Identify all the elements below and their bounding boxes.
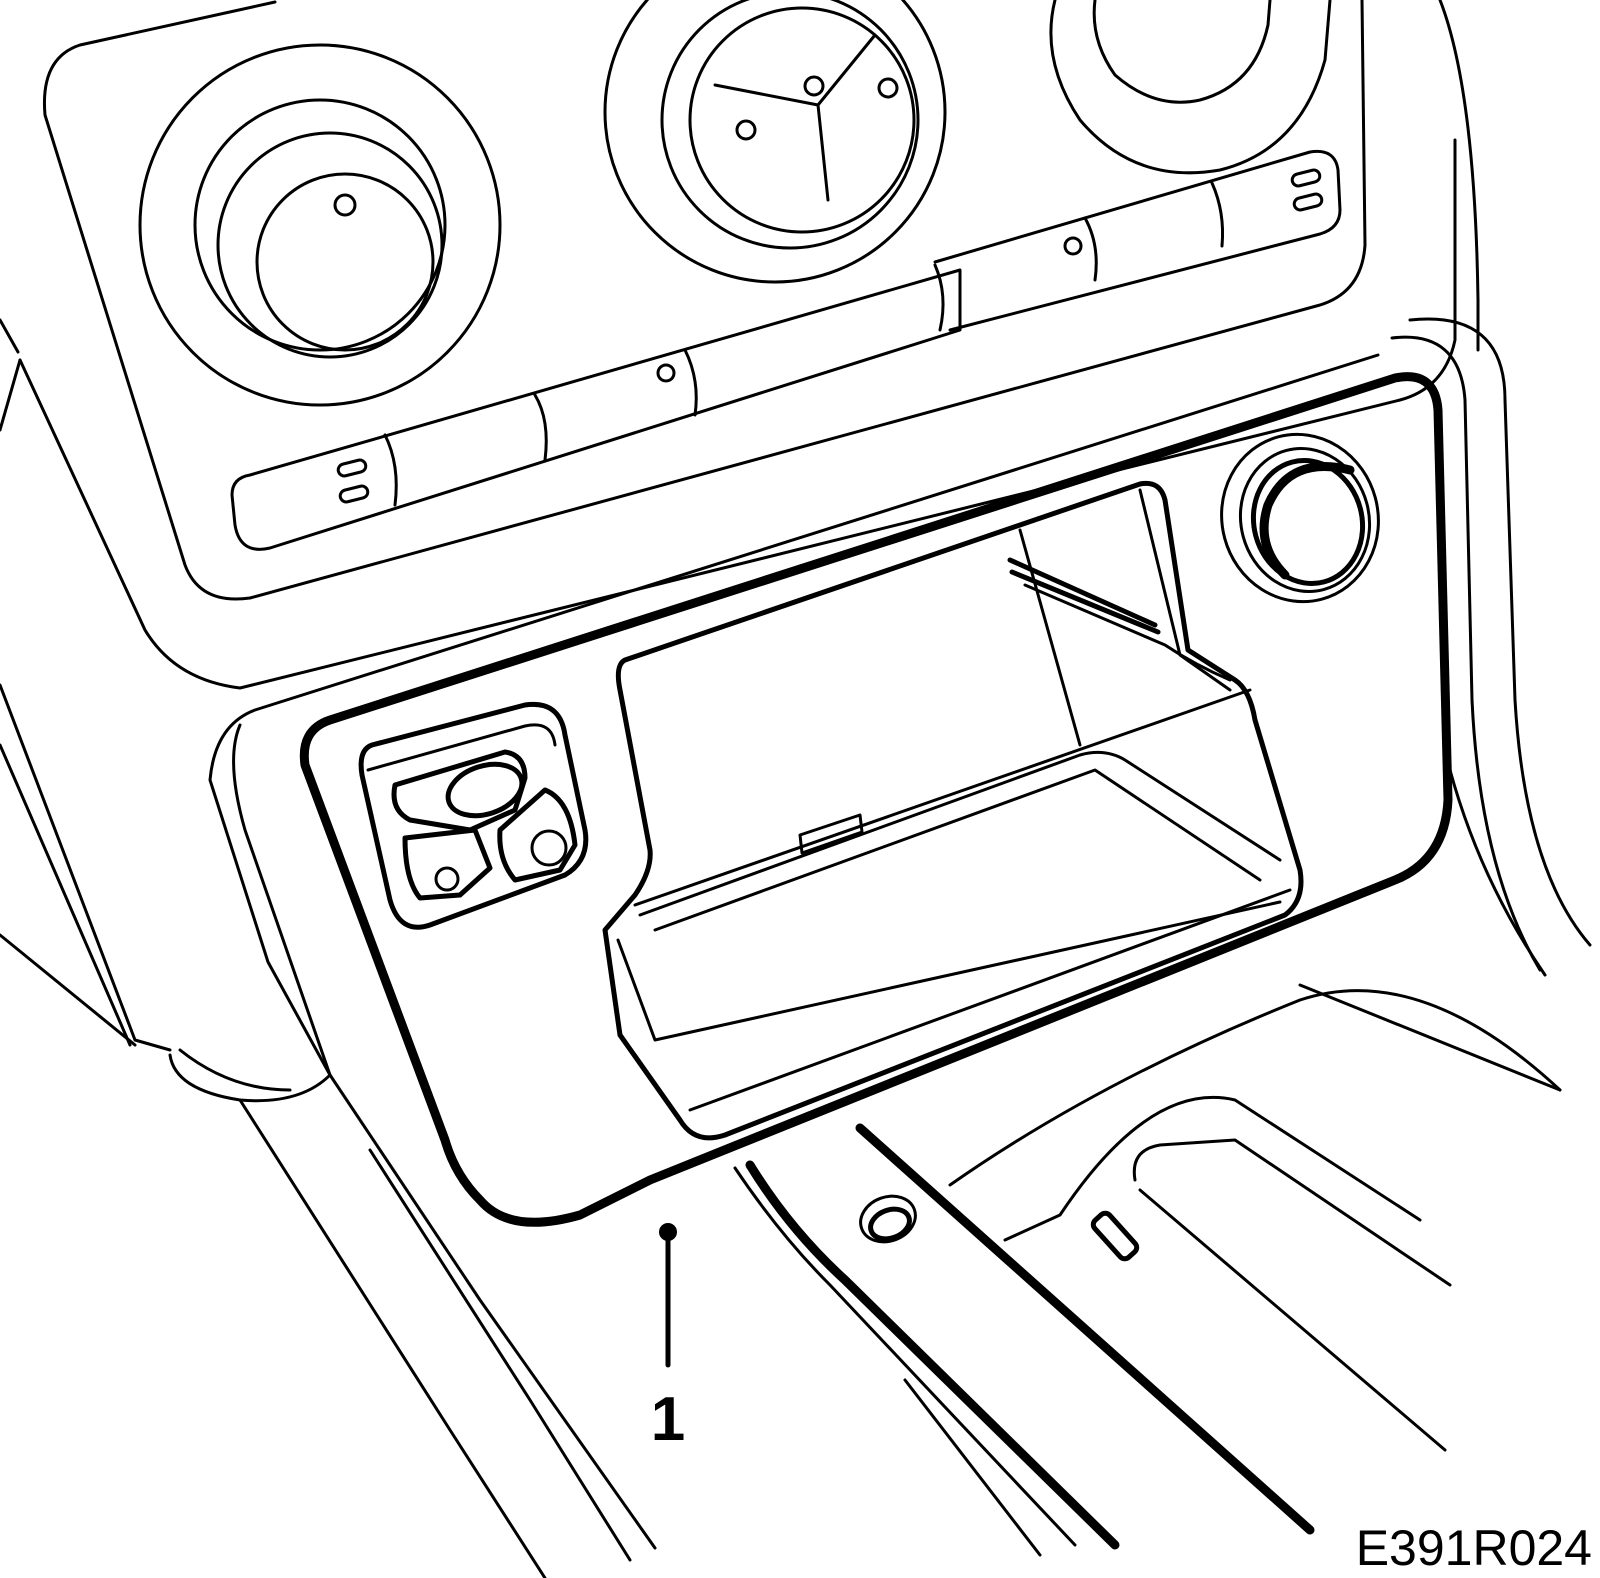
climate-button-strip-right xyxy=(933,149,1342,332)
lower-tunnel xyxy=(733,983,1562,1557)
center-air-vent xyxy=(603,0,947,284)
callout-1-label: 1 xyxy=(651,1385,685,1454)
climate-button-strip-left xyxy=(230,268,962,551)
storage-compartment xyxy=(602,480,1304,1141)
console-surround xyxy=(208,317,1592,1077)
trim-panel xyxy=(299,372,1453,1227)
figure-code: E391R024 xyxy=(1356,1520,1592,1576)
window-switch-cluster xyxy=(358,701,589,930)
callout-1-dot xyxy=(659,1223,677,1241)
callout-1: 1 xyxy=(651,1223,685,1454)
power-outlet xyxy=(1220,432,1380,604)
console-left-side xyxy=(0,683,657,1578)
left-air-vent xyxy=(138,43,502,407)
right-air-vent xyxy=(1049,0,1332,175)
dashboard-fascia xyxy=(0,0,1480,690)
